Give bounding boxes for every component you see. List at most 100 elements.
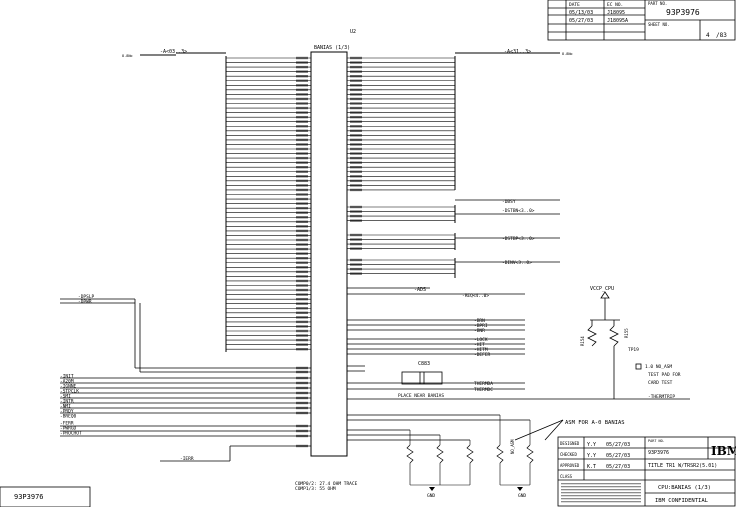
checked-label: CHECKED bbox=[560, 452, 577, 457]
part-no-label-bottom: PART NO. bbox=[648, 439, 665, 443]
confidential-label: IBM CONFIDENTIAL bbox=[655, 498, 709, 504]
pin-name-mark bbox=[296, 229, 308, 233]
pin-name-mark bbox=[296, 166, 308, 169]
hitm-label: -HITM bbox=[474, 347, 488, 353]
rev-date-2: 05/27/03 bbox=[569, 18, 593, 24]
ibm-logo: IBM bbox=[711, 444, 736, 458]
pin-name-mark bbox=[296, 184, 308, 187]
bus-bars bbox=[140, 52, 560, 352]
pin-name-mark bbox=[350, 102, 362, 105]
pin-name-mark bbox=[296, 134, 308, 137]
left-pin-group bbox=[226, 56, 311, 448]
pin-name-mark bbox=[350, 147, 362, 151]
bnr-label: -BNR bbox=[474, 328, 485, 334]
date-header: DATE bbox=[569, 2, 580, 8]
pin-name-mark bbox=[296, 88, 308, 92]
pin-name-mark bbox=[296, 257, 308, 260]
pin-name-mark bbox=[296, 343, 308, 346]
component-name: BANIAS (1/3) bbox=[314, 45, 350, 51]
class-label: CLASS bbox=[560, 474, 573, 479]
part-number-bottom: 93P3976 bbox=[648, 450, 669, 456]
bottom-resistors bbox=[406, 415, 534, 491]
left-lower-label: -PROCHOT bbox=[60, 431, 82, 437]
left-signal-label: -BREQ0 bbox=[60, 414, 77, 420]
rev-ec-2: J18095A bbox=[607, 18, 628, 24]
dpslp-label: -DPSLP bbox=[78, 294, 95, 300]
pin-name-mark bbox=[350, 93, 362, 96]
no-asm-label: NO_ASM bbox=[510, 439, 515, 454]
gnd-label-2: GND bbox=[518, 493, 526, 499]
pin-name-mark bbox=[296, 93, 308, 96]
pin-name-mark bbox=[350, 75, 362, 78]
bpri-label: -BPRI bbox=[474, 323, 488, 329]
pin-name-mark bbox=[350, 138, 362, 142]
pin-name-mark bbox=[296, 238, 308, 242]
pin-name-mark bbox=[296, 316, 308, 319]
pin-name-mark bbox=[296, 211, 308, 214]
pin-name-mark bbox=[350, 272, 362, 275]
left-signal-label: -INTR bbox=[60, 399, 74, 405]
a-bus-label-left: -A<03..3> bbox=[160, 49, 187, 55]
left-signal-labels: -INIT-A20M-IGNNE-STPCLK-SMI-INTR-NMI-PRD… bbox=[60, 374, 79, 420]
lock-label: -LOCK bbox=[474, 337, 488, 343]
bottom-left-box bbox=[0, 486, 91, 507]
pin-name-mark bbox=[296, 75, 308, 78]
dbsy-label: -DBSY bbox=[502, 199, 516, 205]
approved-by: K.T bbox=[587, 464, 596, 470]
c883-label: C883 bbox=[418, 361, 430, 367]
pin-name-mark bbox=[296, 197, 308, 201]
comp-note-1: COMP0/2: 27.4 OHM TRACE bbox=[295, 481, 358, 487]
right-pin-group bbox=[347, 56, 455, 275]
pin-name-mark bbox=[350, 79, 362, 82]
thermdc-label: THERMDC bbox=[474, 387, 493, 393]
sheet-total: /83 bbox=[716, 32, 727, 39]
left-signal-wires bbox=[60, 298, 311, 462]
left-signal-label: -SMI bbox=[60, 394, 71, 400]
pin-name-mark bbox=[296, 161, 308, 164]
pin-name-mark bbox=[350, 106, 362, 110]
pin-name-mark bbox=[296, 156, 308, 160]
ground-symbol bbox=[429, 487, 435, 491]
pin-name-mark bbox=[296, 284, 308, 287]
designed-by: Y.Y bbox=[587, 442, 596, 448]
pin-name-mark bbox=[350, 263, 362, 266]
pin-name-mark bbox=[296, 193, 308, 196]
pin-name-mark bbox=[296, 293, 308, 296]
pin-name-mark bbox=[296, 225, 308, 228]
sheet-label: SHEET NO. bbox=[648, 22, 670, 27]
sheet-subtitle: CPU:BANIAS (1/3) bbox=[658, 485, 711, 491]
tp19-label: TP19 bbox=[628, 347, 639, 353]
sheet-number: 4 bbox=[706, 32, 710, 39]
gnd-label-1: GND bbox=[427, 493, 435, 499]
pin-name-mark bbox=[296, 279, 308, 283]
pin-name-mark bbox=[296, 243, 308, 246]
pin-name-mark bbox=[296, 288, 308, 292]
pin-name-mark bbox=[350, 179, 362, 183]
a-bus-ref-left: 8.8No bbox=[122, 54, 133, 58]
pin-name-mark bbox=[350, 242, 362, 246]
checked-by: Y.Y bbox=[587, 453, 596, 459]
class-note-line bbox=[561, 483, 641, 485]
pin-name-mark bbox=[296, 170, 308, 173]
class-notes-lines bbox=[561, 483, 641, 503]
sheet-title: TITLE TR1 W/TRSR2(5.01) bbox=[648, 463, 717, 469]
pin-name-mark bbox=[350, 65, 362, 69]
thermda-label: THERMDA bbox=[474, 381, 493, 387]
left-signal-label: -NMI bbox=[60, 404, 71, 410]
pin-name-mark bbox=[296, 302, 308, 305]
pin-name-mark bbox=[350, 247, 362, 250]
class-note-line bbox=[561, 489, 641, 491]
ads-label: -ADS bbox=[414, 287, 426, 293]
place-near-note: PLACE NEAR BANIAS bbox=[398, 393, 444, 399]
left-signal-label: -A20M bbox=[60, 379, 74, 385]
tp19-note: 1.0 NO_ASM bbox=[645, 364, 672, 370]
asm-note: ASM FOR A-0 BANIAS bbox=[565, 420, 625, 426]
pin-name-mark bbox=[350, 56, 362, 60]
pin-name-mark bbox=[350, 238, 362, 241]
pin-name-mark bbox=[296, 56, 308, 60]
pin-name-mark bbox=[296, 216, 308, 219]
pin-name-mark bbox=[296, 102, 308, 105]
c883-capacitor bbox=[401, 371, 443, 385]
tp-desc-2: CARD TEST bbox=[648, 380, 673, 386]
